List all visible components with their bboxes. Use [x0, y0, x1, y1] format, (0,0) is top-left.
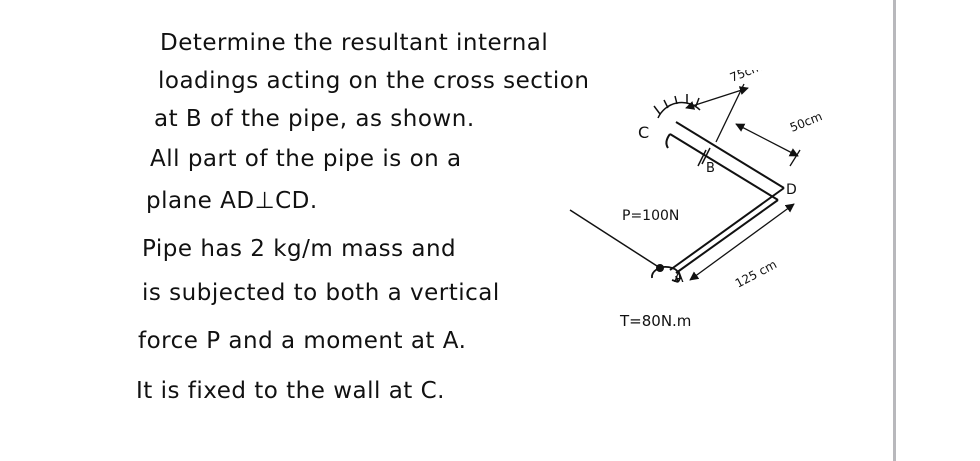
problem-line-8: force P and a moment at A.: [138, 328, 467, 354]
problem-line-2: loadings acting on the cross section: [158, 68, 590, 94]
dimension-50: [735, 123, 801, 167]
pipe-segment-cd: [669, 121, 785, 201]
section-mark-b: [697, 147, 711, 167]
problem-line-6: Pipe has 2 kg/m mass and: [142, 236, 457, 262]
label-force-p: P=100N: [622, 208, 679, 224]
force-line-p: [569, 209, 658, 267]
label-point-a: A: [674, 270, 684, 286]
dimension-75: [685, 83, 749, 143]
problem-line-4: All part of the pipe is on a: [150, 146, 462, 172]
problem-line-7: is subjected to both a vertical: [142, 280, 500, 306]
label-point-b: B: [706, 161, 715, 176]
label-moment-t: T=80N.m: [619, 312, 691, 330]
problem-line-9: It is fixed to the wall at C.: [136, 378, 445, 404]
moment-symbol-a: [651, 266, 681, 283]
pipe-diagram: C B D A 75cm 50cm 125 cm P=100N T=80N.m: [569, 70, 824, 330]
label-dim-75: 75cm: [728, 70, 764, 85]
problem-line-1: Determine the resultant internal: [160, 30, 549, 56]
label-dim-50: 50cm: [788, 109, 824, 135]
pipe-segment-da: [665, 133, 785, 274]
dimension-125: [689, 203, 795, 281]
page-border: [893, 0, 896, 461]
problem-line-5: plane AD⊥CD.: [146, 188, 318, 214]
problem-line-3: at B of the pipe, as shown.: [154, 106, 475, 132]
label-point-c: C: [638, 123, 649, 142]
point-a-dot: [656, 264, 664, 272]
label-point-d: D: [786, 182, 797, 198]
label-dim-125: 125 cm: [733, 257, 779, 290]
